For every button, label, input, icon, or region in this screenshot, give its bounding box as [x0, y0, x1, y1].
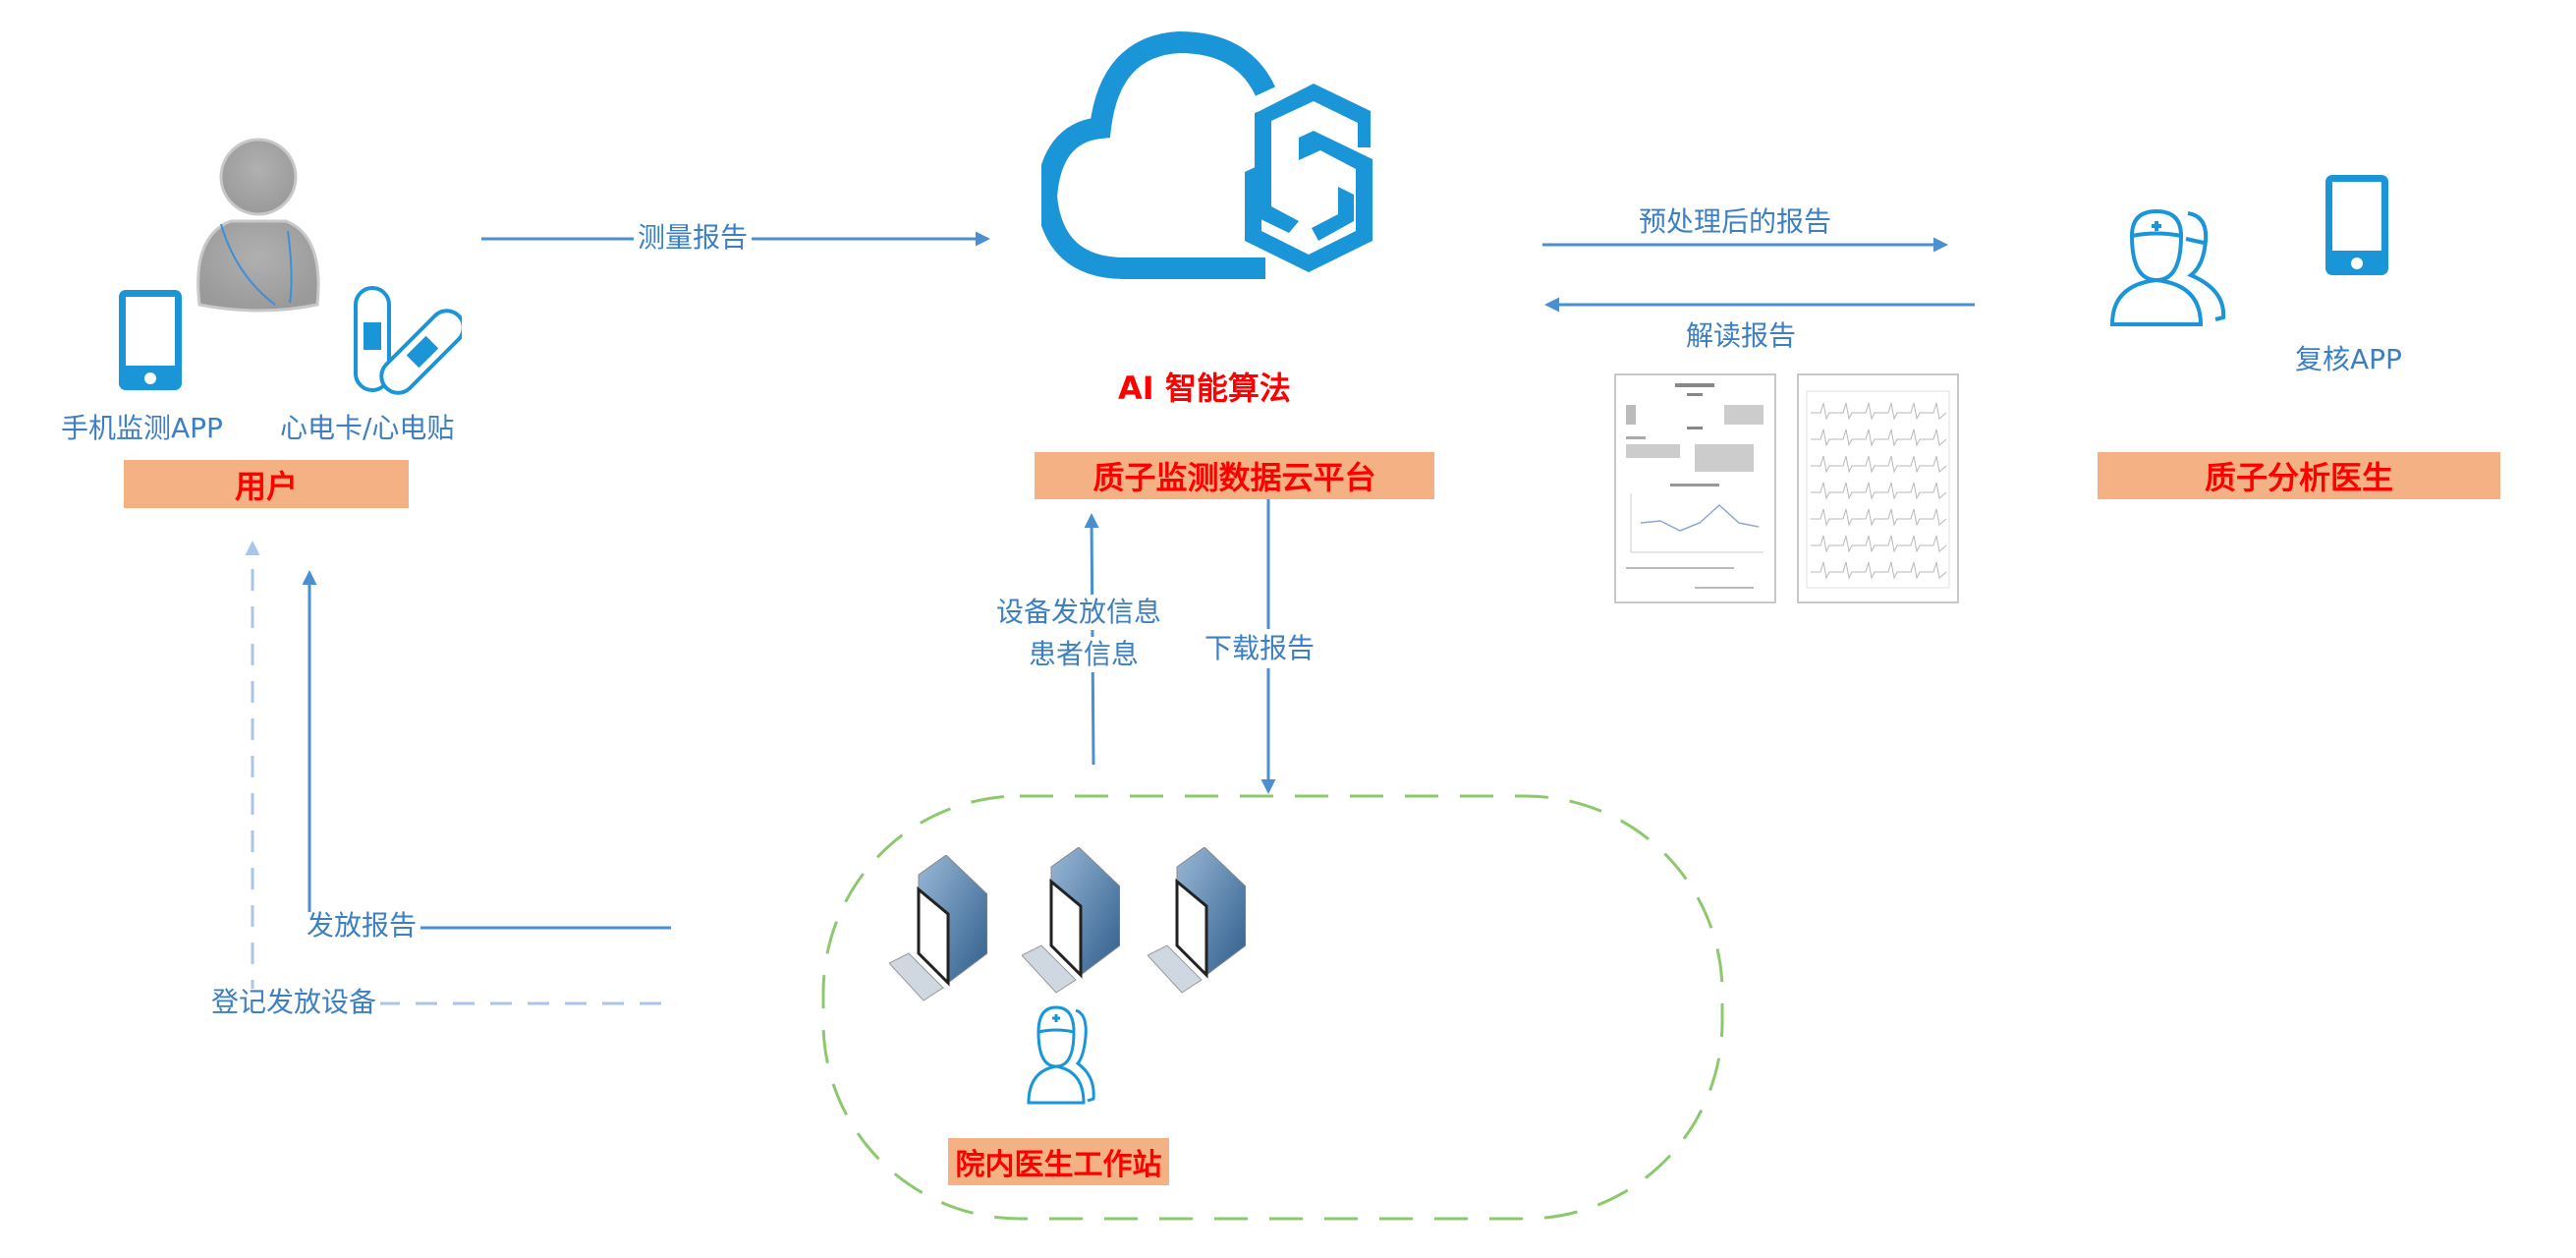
report-ecg-thumbnail — [1797, 373, 1959, 603]
report-summary-thumbnail — [1614, 373, 1776, 603]
arrow-issue-report — [302, 570, 671, 930]
preprocessed-report-label: 预处理后的报告 — [1639, 205, 1832, 238]
phone-app-label: 手机监测APP — [61, 412, 223, 444]
ecg-patch-icon — [352, 285, 466, 395]
hospital-doctor-icon — [1027, 1002, 1095, 1111]
analyst-title-box: 质子分析医生 — [2098, 452, 2500, 499]
device-info-label-1: 设备发放信息 — [992, 595, 1166, 630]
hospital-title-box: 院内医生工作站 — [948, 1138, 1169, 1185]
cloud-title-box: 质子监测数据云平台 — [1035, 452, 1434, 499]
analyst-doctor-icon — [2107, 201, 2235, 334]
review-phone-icon — [2323, 172, 2391, 278]
ecg-device-label: 心电卡/心电贴 — [280, 412, 455, 444]
user-title-box: 用户 — [124, 460, 409, 508]
arrow-register-device — [245, 541, 661, 1005]
cloud-platform-icon — [1035, 25, 1395, 280]
register-device-label: 登记发放设备 — [207, 989, 381, 1016]
workstation-icon-1 — [888, 854, 988, 1002]
phone-icon — [116, 287, 185, 393]
workstation-icon-3 — [1147, 846, 1247, 995]
review-app-label: 复核APP — [2295, 343, 2402, 375]
issue-report-label: 发放报告 — [303, 912, 421, 940]
ai-algorithm-label: AI 智能算法 — [1118, 370, 1291, 407]
device-info-label-2: 患者信息 — [1025, 637, 1144, 672]
hospital-boundary — [821, 794, 1724, 1221]
user-avatar-icon — [192, 138, 324, 314]
workstation-icon-2 — [1021, 846, 1121, 995]
interpret-report-label: 解读报告 — [1686, 319, 1797, 352]
download-report-label: 下载报告 — [1201, 629, 1319, 668]
measure-report-label: 测量报告 — [634, 224, 753, 252]
